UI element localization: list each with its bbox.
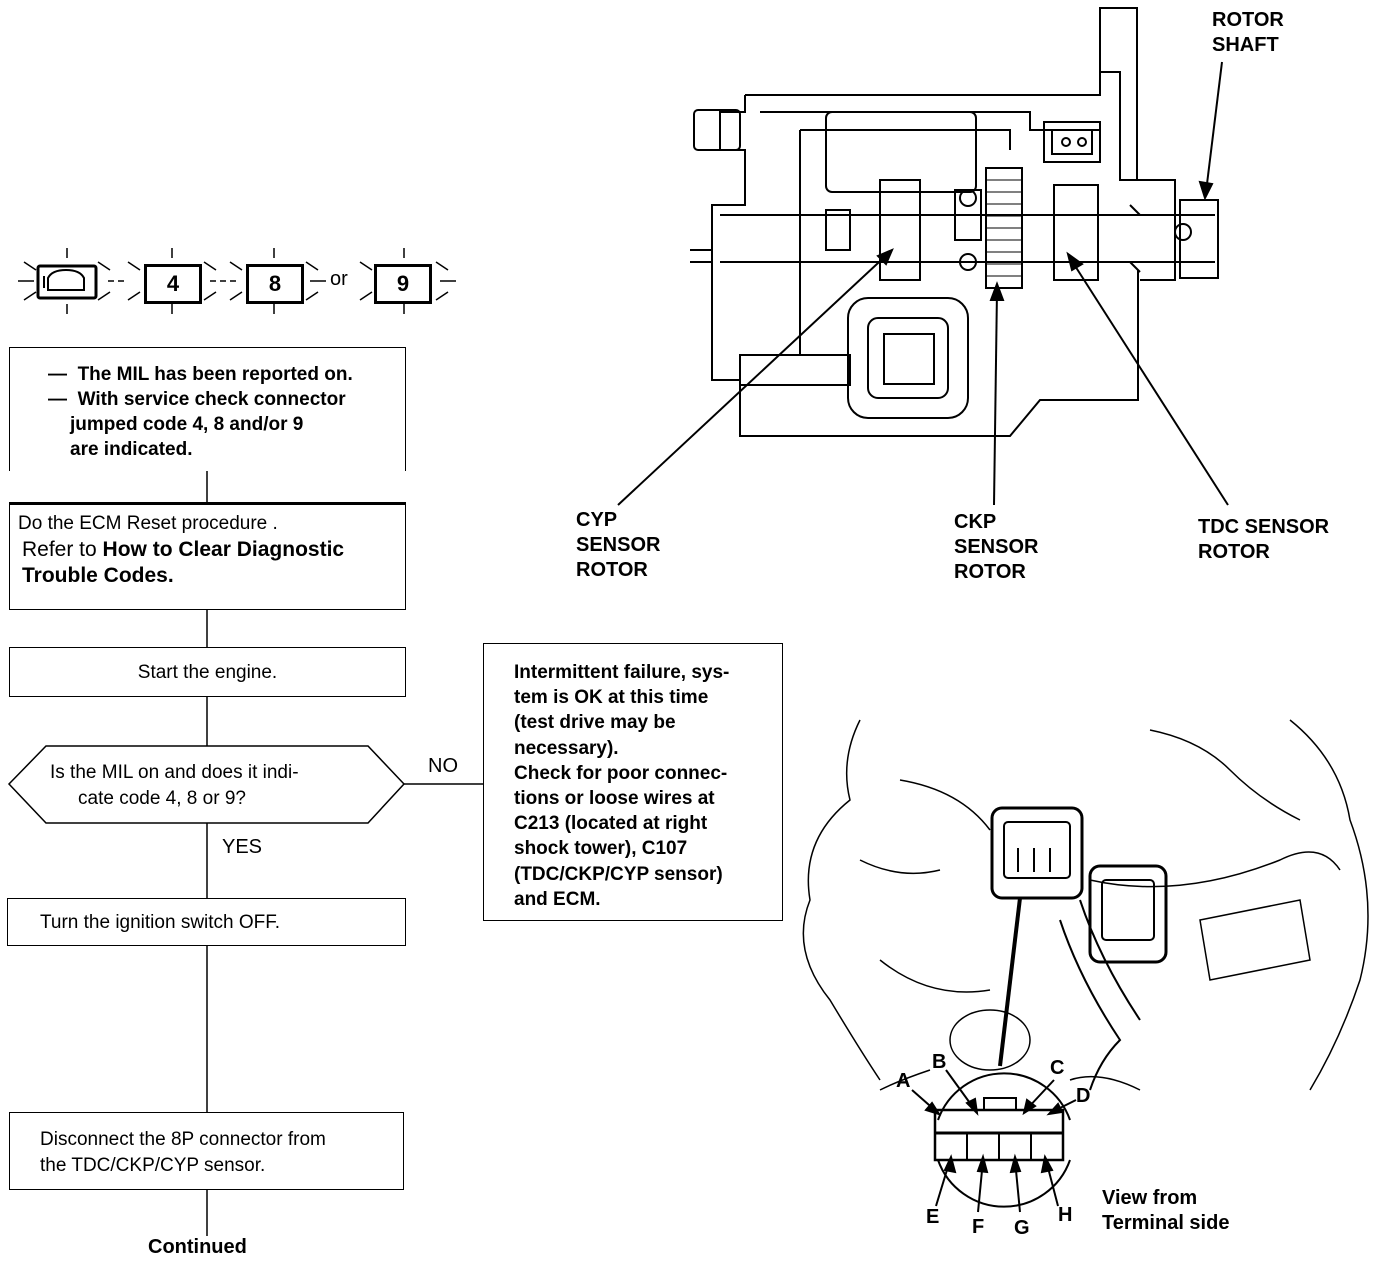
distributor-cross-section — [690, 7, 1219, 437]
label-line: ROTOR — [954, 561, 1026, 583]
code-box-8: 8 — [246, 264, 304, 304]
terminal-d-label: D — [1076, 1085, 1091, 1107]
label-line: CYP — [576, 509, 618, 531]
label-line: ROTOR — [1212, 9, 1284, 31]
ecm-reset-line-3: Trouble Codes. — [22, 564, 174, 587]
flow-connectors — [7, 471, 483, 1236]
ignition-off-text: Turn the ignition switch OFF. — [40, 912, 281, 933]
cyp-sensor-rotor-label: CYP SENSOR ROTOR — [576, 508, 660, 583]
connector-terminal-view — [911, 1069, 1077, 1213]
label-line: SENSOR — [954, 536, 1039, 558]
terminal-b-label: B — [932, 1051, 947, 1073]
continued-label: Continued — [148, 1236, 247, 1258]
symptom-line-3: jumped code 4, 8 and/or 9 — [70, 414, 304, 435]
no-label: NO — [428, 755, 458, 777]
label-line: View from — [1102, 1187, 1198, 1209]
side-line: (test drive may be — [514, 712, 676, 734]
side-line: (TDC/CKP/CYP sensor) — [514, 863, 723, 885]
tdc-sensor-rotor-label: TDC SENSOR ROTOR — [1198, 515, 1329, 565]
label-line: Terminal side — [1102, 1212, 1230, 1234]
side-line: shock tower), C107 — [514, 838, 688, 860]
label-line: SENSOR — [576, 534, 661, 556]
ecm-reset-box: Do the ECM Reset procedure . Refer to Ho… — [9, 502, 406, 610]
side-line: and ECM. — [514, 888, 601, 910]
code-box-4: 4 — [144, 264, 202, 304]
terminal-e-label: E — [926, 1206, 940, 1228]
terminal-h-label: H — [1058, 1204, 1073, 1226]
engine-bay-sketch — [802, 719, 1369, 1091]
label-line: CKP — [954, 511, 997, 533]
side-line: C213 (located at right — [514, 813, 708, 835]
ignition-off-box: Turn the ignition switch OFF. — [7, 898, 406, 946]
yes-label: YES — [222, 836, 263, 858]
ecm-reset-line-2: Refer to How to Clear Diagnostic — [22, 538, 345, 561]
symptom-line-2: — With service check connector — [48, 389, 346, 410]
label-line: SHAFT — [1212, 34, 1279, 56]
disconnect-line-1: Disconnect the 8P connector from — [40, 1129, 326, 1150]
label-line: TDC SENSOR — [1198, 516, 1330, 538]
terminal-g-label: G — [1014, 1217, 1030, 1239]
label-line: ROTOR — [1198, 541, 1270, 563]
decision-line-1: Is the MIL on and does it indi- — [50, 762, 299, 783]
intermittent-failure-box: Intermittent failure, sys- tem is OK at … — [483, 643, 783, 921]
ckp-sensor-rotor-label: CKP SENSOR ROTOR — [954, 510, 1038, 585]
terminal-c-label: C — [1050, 1057, 1065, 1079]
ecm-reset-line-1: Do the ECM Reset procedure . — [18, 513, 278, 534]
side-line: Intermittent failure, sys- — [514, 662, 730, 683]
label-line: ROTOR — [576, 559, 648, 581]
side-line: necessary). — [514, 737, 619, 759]
terminal-a-label: A — [896, 1070, 911, 1092]
side-line: tem is OK at this time — [514, 687, 709, 709]
disconnect-line-2: the TDC/CKP/CYP sensor. — [40, 1155, 266, 1176]
code-box-9: 9 — [374, 264, 432, 304]
leader-lines — [617, 61, 1229, 506]
or-label: or — [330, 268, 348, 290]
symptom-line-4: are indicated. — [70, 439, 193, 460]
mil-code-indicator — [18, 248, 456, 314]
intermittent-failure-text: Intermittent failure, sys- tem is OK at … — [514, 660, 762, 912]
disconnect-box: Disconnect the 8P connector from the TDC… — [9, 1112, 404, 1190]
symptom-box: — The MIL has been reported on. — With s… — [9, 347, 406, 471]
view-from-terminal-side-label: View from Terminal side — [1102, 1186, 1229, 1236]
start-engine-text: Start the engine. — [137, 662, 278, 683]
start-engine-box: Start the engine. — [9, 647, 406, 697]
terminal-f-label: F — [972, 1216, 985, 1238]
side-line: tions or loose wires at — [514, 788, 715, 810]
decision-line-2: cate code 4, 8 or 9? — [78, 788, 246, 809]
rotor-shaft-label: ROTOR SHAFT — [1212, 8, 1284, 58]
side-line: Check for poor connec- — [514, 762, 728, 784]
symptom-line-1: — The MIL has been reported on. — [48, 364, 353, 385]
